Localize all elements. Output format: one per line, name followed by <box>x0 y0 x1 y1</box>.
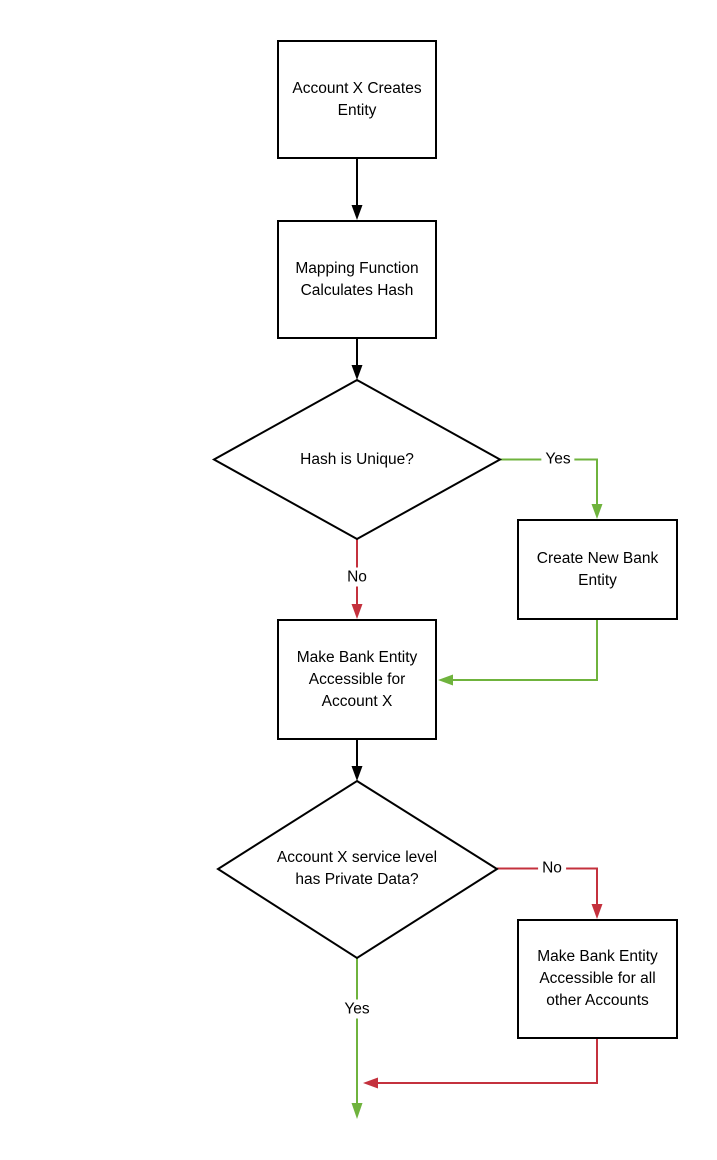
node-make-bank-entity-accessible-for-all-other-accounts: Make Bank Entity Accessible for all othe… <box>517 919 678 1039</box>
edge-hash-unique-yes <box>500 458 603 519</box>
edge-label-yes-hash-unique: Yes <box>541 449 575 469</box>
decision-private-data <box>216 779 499 960</box>
edge-accessible-all-to-exit <box>363 1039 598 1089</box>
decision-hash-is-unique <box>211 378 503 541</box>
edge-private-data-yes <box>351 958 363 1119</box>
node-mapping-function-calculates-hash: Mapping Function Calculates Hash <box>277 220 437 339</box>
edge-create-to-mapping <box>351 159 363 220</box>
edge-create-bank-to-accessible <box>438 620 598 686</box>
edge-label-no-hash-unique: No <box>343 567 371 587</box>
node-make-bank-entity-accessible-for-account-x: Make Bank Entity Accessible for Account … <box>277 619 437 740</box>
edge-label-no-private-data: No <box>538 858 566 878</box>
edge-label-yes-private-data: Yes <box>340 999 374 1019</box>
node-create-new-bank-entity: Create New Bank Entity <box>517 519 678 620</box>
edge-mapping-to-hash-unique <box>351 339 363 380</box>
edge-private-data-no <box>497 867 603 919</box>
node-account-x-creates-entity: Account X Creates Entity <box>277 40 437 159</box>
edge-accessible-to-private-data <box>351 740 363 781</box>
